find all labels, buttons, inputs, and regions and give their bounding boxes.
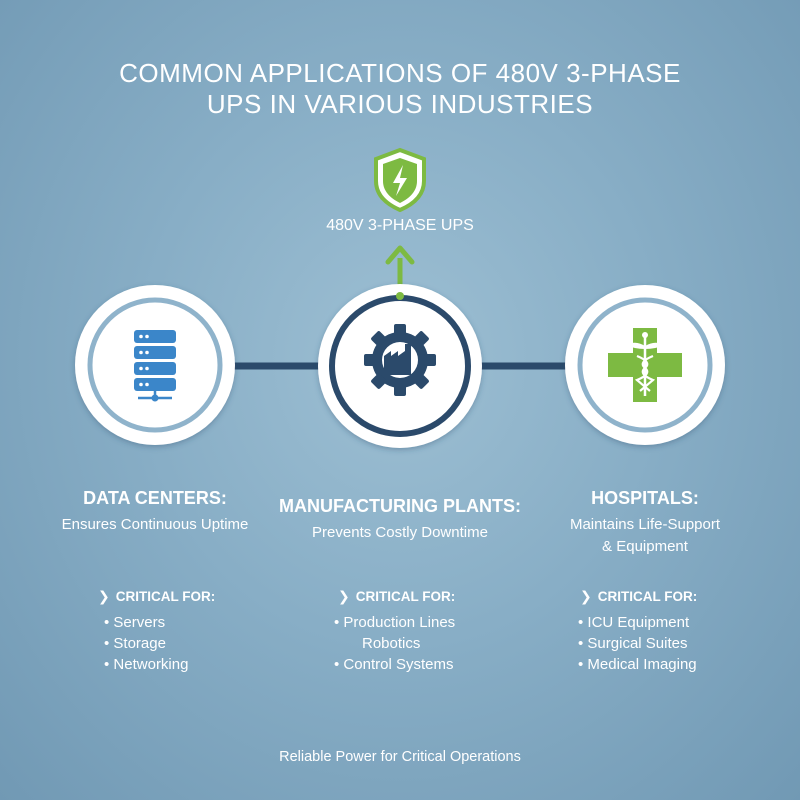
data-centers-critical-list: Servers Storage Networking — [104, 612, 188, 675]
critical-heading-label: CRITICAL FOR: — [115, 589, 216, 604]
chevron-right-icon: ❯ — [98, 588, 110, 604]
critical-heading-label: CRITICAL FOR: — [597, 589, 698, 604]
chevron-right-icon: ❯ — [580, 588, 592, 604]
shield-lightning-icon — [374, 147, 426, 213]
hospitals-description-line-2: & Equipment — [602, 538, 688, 555]
manufacturing-critical-heading: ❯ CRITICAL FOR: — [338, 588, 455, 605]
data-centers-title: DATA CENTERS: — [83, 488, 227, 508]
data-centers-node — [75, 285, 235, 445]
critical-heading-label: CRITICAL FOR: — [355, 589, 456, 604]
data-centers-critical-heading: ❯ CRITICAL FOR: — [98, 588, 215, 605]
list-item: Surgical Suites — [578, 633, 697, 654]
server-icon — [134, 330, 176, 402]
hospitals-description-line-1: Maintains Life-Support — [569, 516, 721, 533]
page-title-line-2: UPS IN VARIOUS INDUSTRIES — [206, 89, 594, 119]
list-item: Storage — [104, 633, 188, 654]
list-item: Control Systems — [334, 654, 455, 675]
medical-cross-icon — [608, 328, 682, 402]
hospitals-node — [565, 285, 725, 445]
list-item: ICU Equipment — [578, 612, 697, 633]
list-item: Medical Imaging — [578, 654, 696, 675]
manufacturing-title: MANUFACTURING PLANTS: — [279, 496, 521, 516]
chevron-right-icon: ❯ — [338, 588, 350, 604]
list-item: Production Lines — [334, 612, 455, 633]
hospitals-critical-heading: ❯ CRITICAL FOR: — [580, 588, 697, 605]
list-item: Servers — [104, 612, 188, 633]
hospitals-critical-list: ICU Equipment Surgical Suites Medical Im… — [578, 612, 697, 675]
list-item: Networking — [104, 654, 188, 675]
factory-gear-icon — [364, 324, 436, 396]
page-title-line-1: COMMON APPLICATIONS OF 480V 3-PHASE — [119, 58, 681, 88]
data-centers-description: Ensures Continuous Uptime — [61, 516, 249, 533]
footer-tagline: Reliable Power for Critical Operations — [279, 749, 521, 765]
hospitals-title: HOSPITALS: — [591, 488, 699, 508]
manufacturing-critical-list: Production Lines Robotics Control System… — [334, 612, 455, 675]
manufacturing-description: Prevents Costly Downtime — [312, 524, 488, 541]
list-item: Robotics — [334, 633, 455, 654]
manufacturing-node — [318, 284, 482, 448]
ups-label: 480V 3-PHASE UPS — [326, 217, 474, 234]
list-item-label: Robotics — [362, 635, 421, 652]
